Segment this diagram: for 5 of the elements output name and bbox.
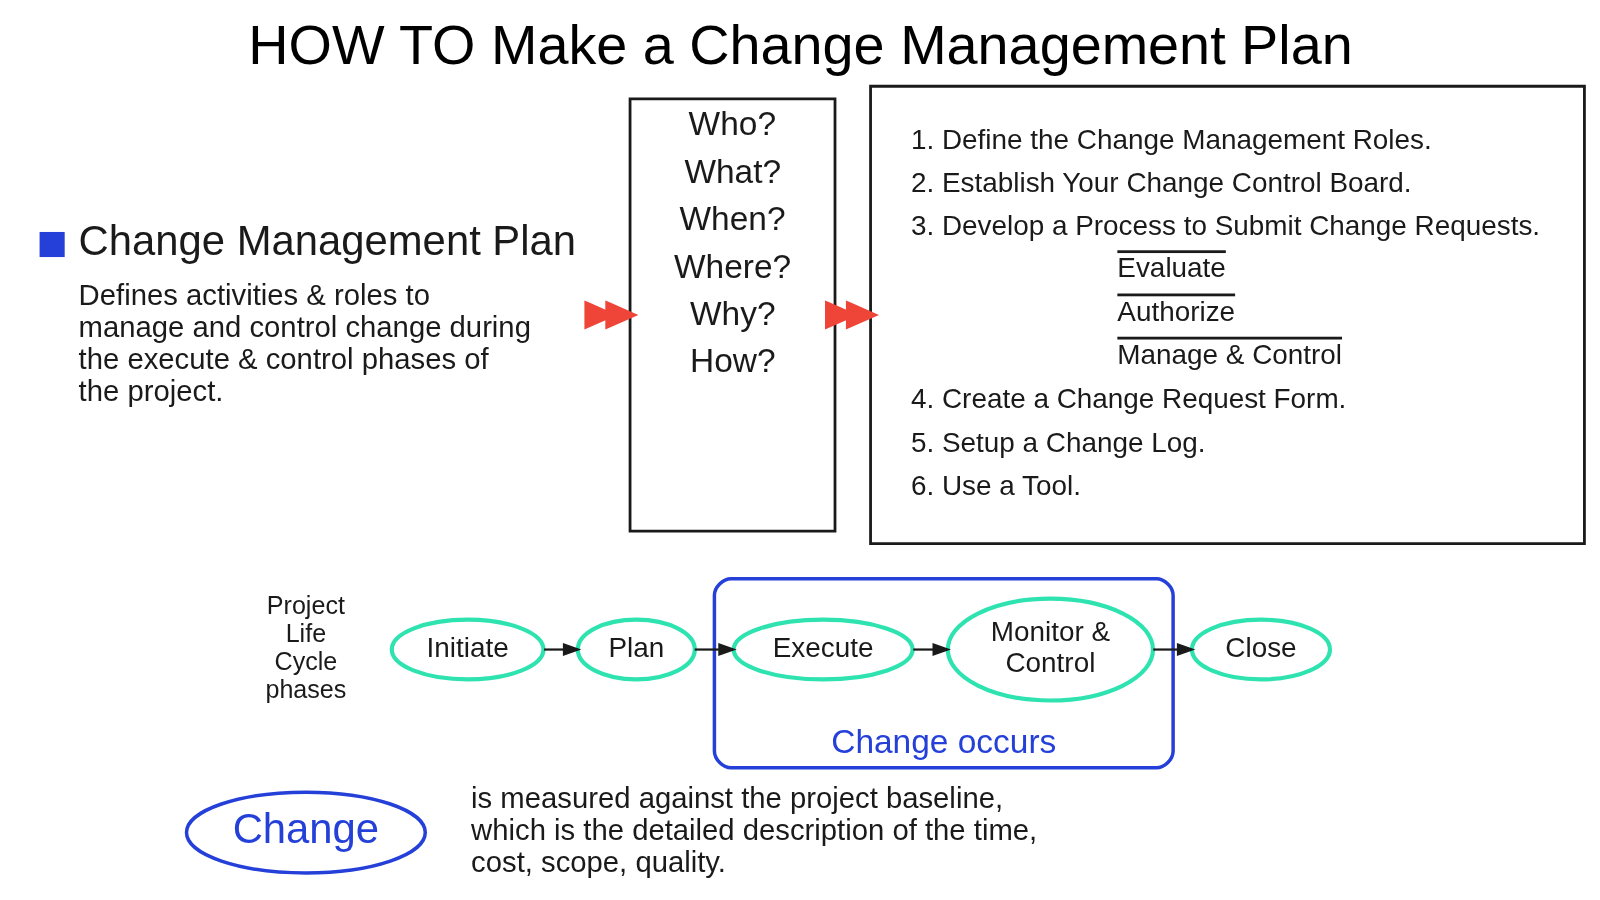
node-label: Change Management Plan	[78, 216, 576, 264]
diagram-title: HOW TO Make a Change Management Plan	[247, 13, 1353, 76]
label: Project Life Cycle phases	[264, 590, 346, 703]
node-label: is measured against the project baseline, which is the detailed description of the time, cost, scope, quality.	[470, 781, 1037, 879]
node-label: Defines activities & roles to manage and control change during the execute & control phases of the project.	[78, 278, 531, 408]
